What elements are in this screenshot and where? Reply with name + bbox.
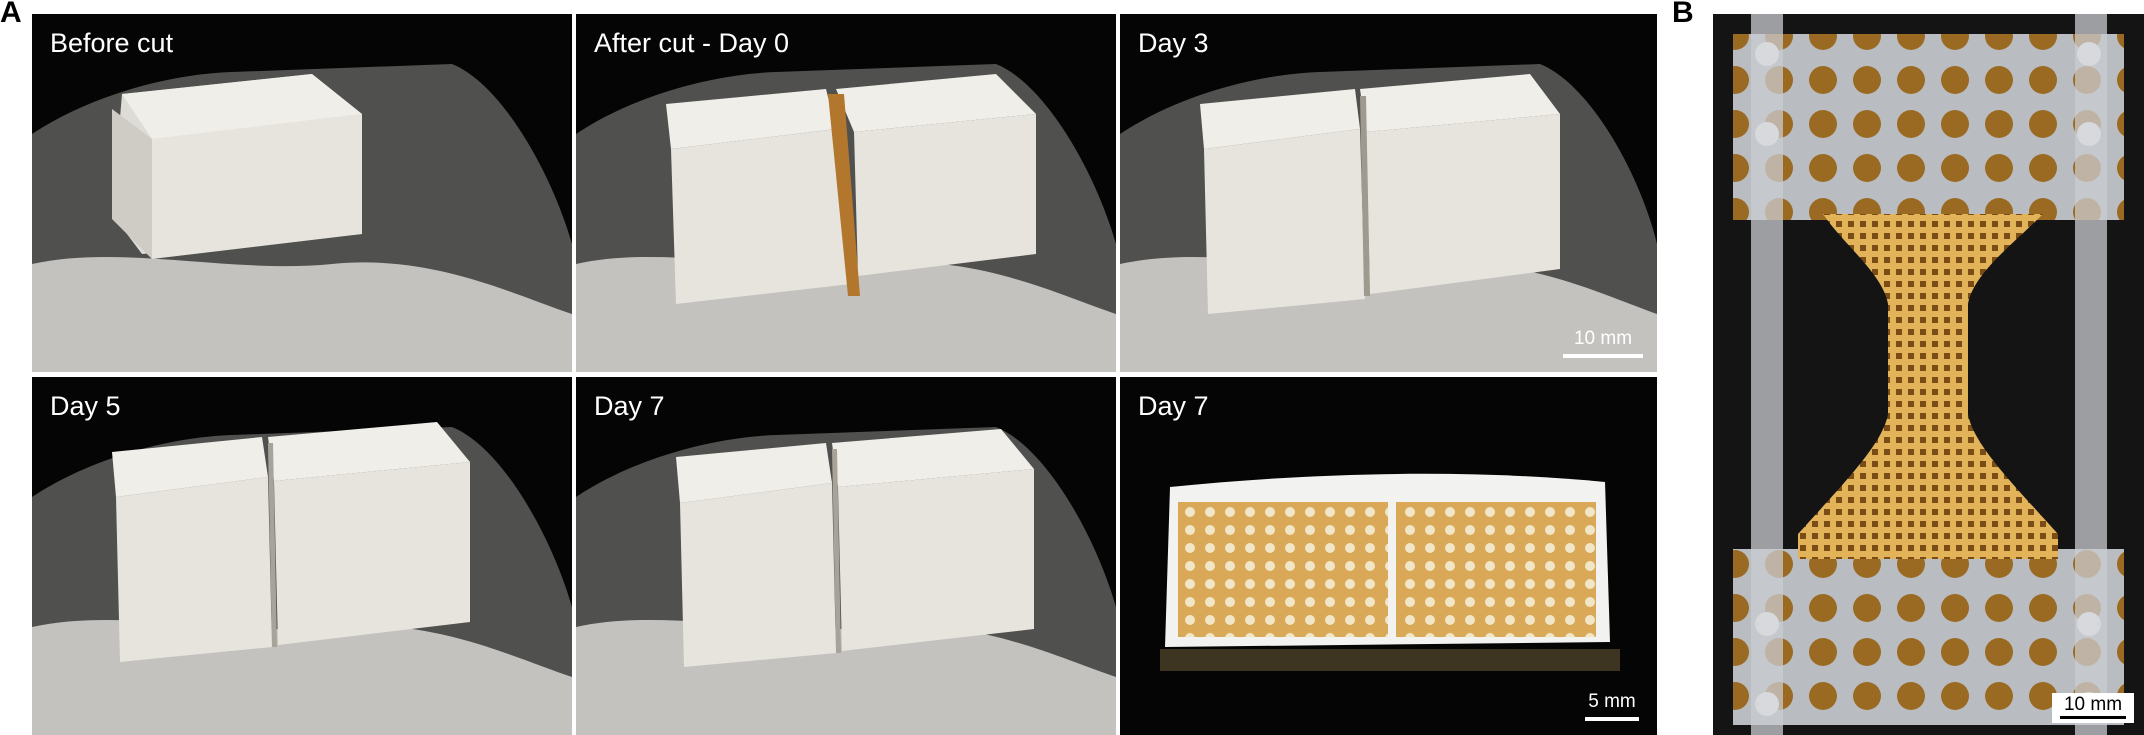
scale-bar-label: 10 mm	[2063, 694, 2123, 715]
scale-bar-label: 10 mm	[1573, 328, 1633, 349]
photo-tensile-fixture: 10 mm	[1713, 14, 2144, 735]
tile-label: Day 7	[594, 391, 665, 421]
fixture-photo	[1713, 14, 2144, 735]
tile-label: Day 5	[50, 391, 121, 421]
photo-day3: Day 3 10 mm	[1120, 14, 1657, 372]
scaffold-cut-photo	[576, 64, 1116, 372]
photo-after-cut-day0: After cut - Day 0	[576, 14, 1116, 372]
tile-label: Before cut	[50, 28, 174, 58]
scaffold-day3-photo	[1120, 64, 1657, 372]
scale-bar-5mm: 5 mm	[1585, 691, 1639, 721]
scale-bar-line	[1563, 354, 1643, 358]
tile-label: Day 3	[1138, 28, 1209, 58]
photo-day5: Day 5	[32, 377, 572, 735]
scale-bar-line	[1585, 717, 1639, 721]
panel-a-grid: Before cut After cut - Day 0 Day 3 10 mm	[32, 14, 1657, 735]
scaffold-day5-photo	[32, 422, 572, 735]
tile-label: Day 7	[1138, 391, 1209, 421]
panel-b-letter: B	[1672, 0, 1694, 29]
cross-section-photo	[1160, 473, 1620, 671]
scaffold-day7-photo	[576, 427, 1116, 735]
scale-bar-10mm: 10 mm	[1563, 328, 1643, 358]
scaffold-intact-photo	[32, 64, 572, 372]
scale-bar-label: 5 mm	[1588, 691, 1636, 712]
panel-a-letter: A	[0, 0, 22, 29]
photo-before-cut: Before cut	[32, 14, 572, 372]
photo-day7-cross-section: Day 7 5 mm	[1120, 377, 1657, 735]
scale-bar-line	[2060, 716, 2126, 719]
photo-day7: Day 7	[576, 377, 1116, 735]
tile-label: After cut - Day 0	[594, 28, 790, 58]
scale-bar-10mm-b: 10 mm	[2052, 693, 2134, 723]
